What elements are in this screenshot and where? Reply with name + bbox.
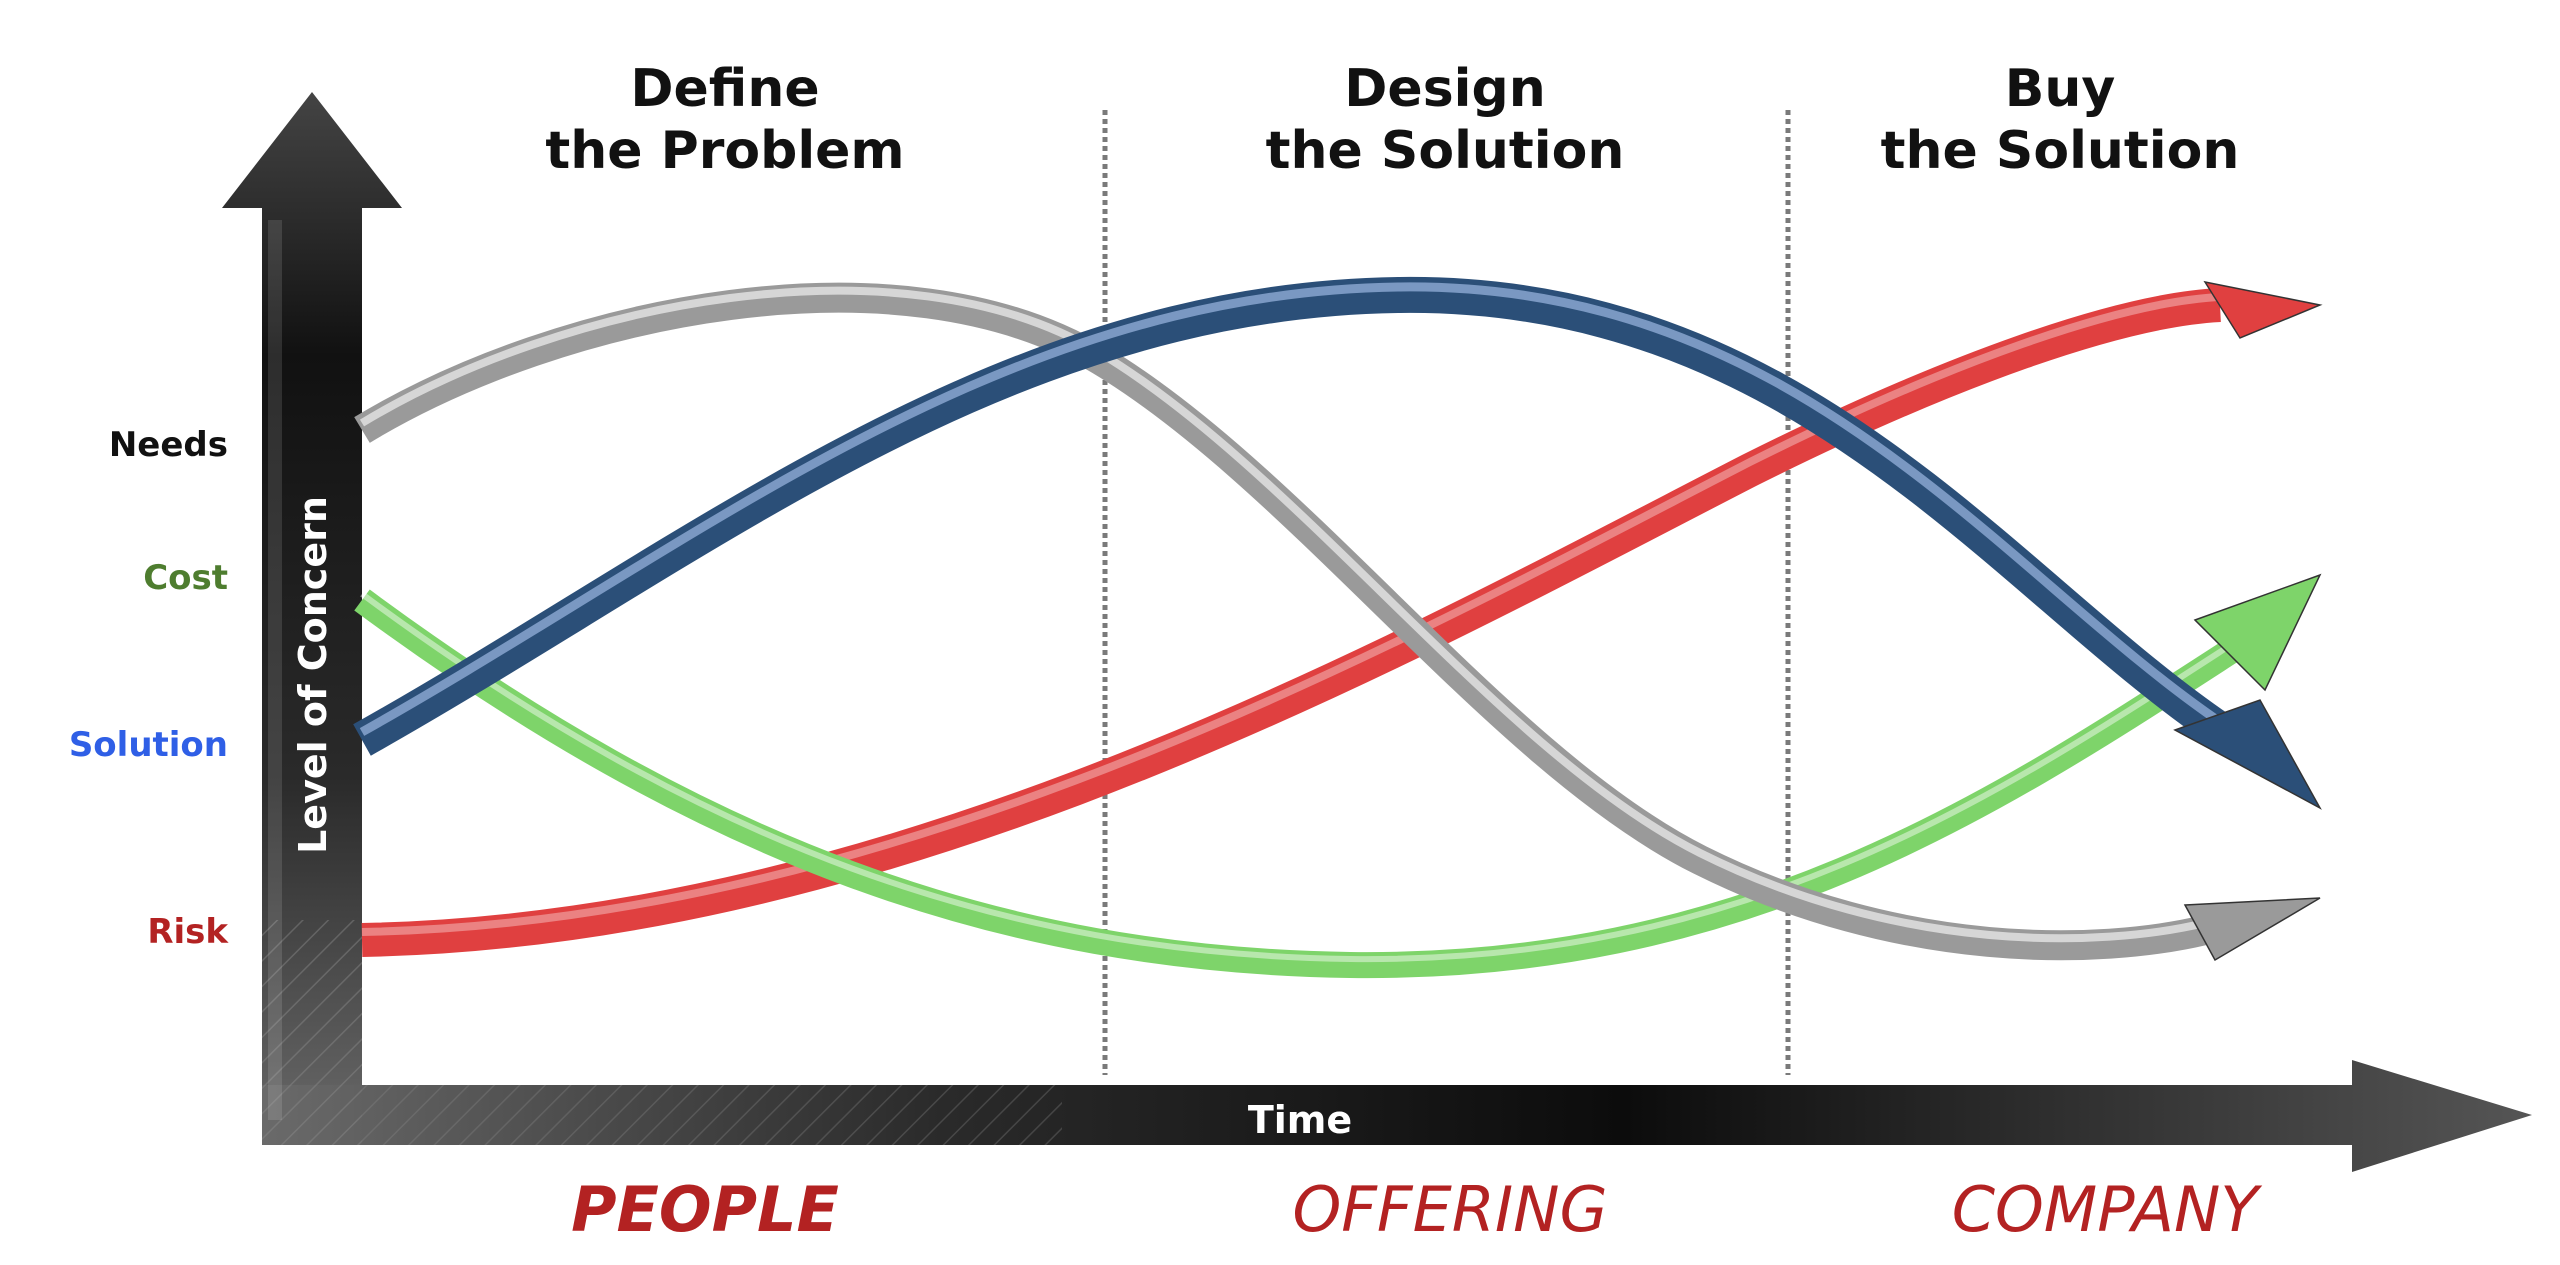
risk-curve <box>361 288 2221 957</box>
curves <box>353 276 2323 979</box>
needs-curve <box>354 282 2209 961</box>
axis-corner-hatch <box>262 920 362 1145</box>
solution-arrowhead <box>2173 699 2322 810</box>
needs-curve-highlight <box>359 286 2206 943</box>
phase-title-define: Define the Problem <box>445 58 1005 182</box>
y-axis-highlight <box>268 220 282 1120</box>
footer-label-company: COMPANY <box>1951 1173 2259 1246</box>
y-label-risk: Risk <box>147 912 228 952</box>
phase-title-buy: Buy the Solution <box>1780 58 2340 182</box>
y-axis-arrow <box>222 92 402 1145</box>
cost-arrowhead <box>2193 573 2322 692</box>
axes <box>222 92 2532 1172</box>
phase-title-define-line1: Define <box>630 59 820 119</box>
risk-curve-group <box>361 280 2323 957</box>
phase-dividers <box>1102 110 1791 1075</box>
cost-curve <box>354 589 2248 979</box>
x-axis-hatch <box>362 1085 1062 1145</box>
phase-title-design-line1: Design <box>1344 59 1546 119</box>
risk-curve-highlight <box>361 293 2221 936</box>
footer-label-people: PEOPLE <box>571 1173 839 1246</box>
x-axis-title: Time <box>1247 1098 1353 1142</box>
phase-title-buy-line1: Buy <box>2004 59 2116 119</box>
y-label-needs: Needs <box>108 425 228 465</box>
solution-curve <box>353 276 2231 756</box>
needs-curve-group <box>354 282 2321 962</box>
phase-title-design-line2: the Solution <box>1265 121 1625 181</box>
cost-curve-group <box>354 573 2322 979</box>
footer-label-offering: OFFERING <box>1292 1173 1608 1246</box>
solution-curve-group <box>353 276 2322 810</box>
phase-title-buy-line2: the Solution <box>1880 121 2240 181</box>
needs-arrowhead <box>2183 897 2321 962</box>
y-label-solution: Solution <box>68 725 228 765</box>
risk-arrowhead <box>2203 280 2323 339</box>
phase-title-design: Design the Solution <box>1165 58 1725 182</box>
phase-title-define-line2: the Problem <box>545 121 905 181</box>
cost-curve-highlight <box>360 591 2242 963</box>
y-label-cost: Cost <box>143 558 228 598</box>
y-axis-title: Level of Concern <box>291 496 335 854</box>
solution-curve-highlight <box>359 282 2223 736</box>
